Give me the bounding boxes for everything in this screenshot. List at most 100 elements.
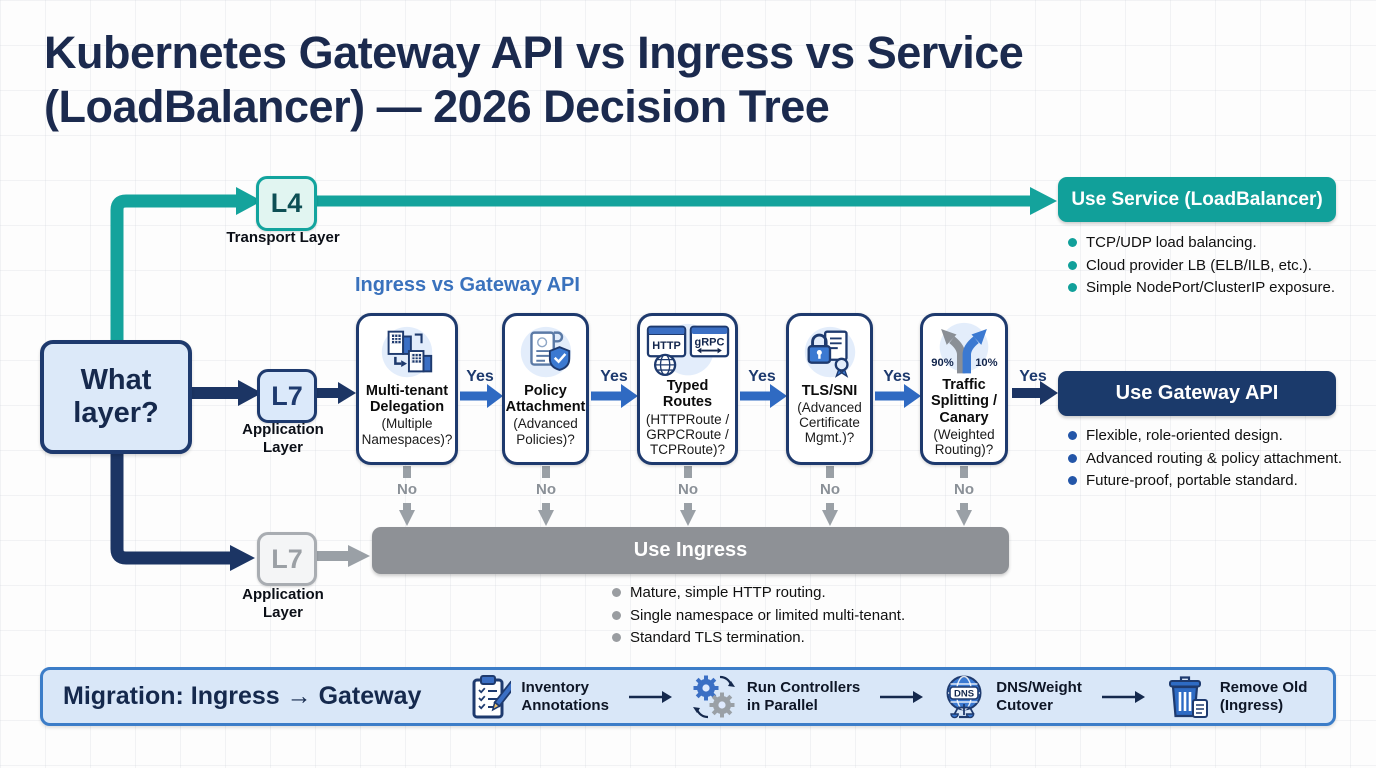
- list-item: Standard TLS termination.: [612, 629, 905, 647]
- bullet-dot: [1068, 238, 1077, 248]
- decision-typed-routes: HTTP gRPC Typed Routes (HTTPRoute / GRPC…: [637, 313, 738, 465]
- yes-label: Yes: [883, 368, 911, 385]
- decision-traffic-splitting: 90% 10% Traffic Splitting / Canary (Weig…: [920, 313, 1008, 465]
- gateway-bullet-list: Flexible, role-oriented design. Advanced…: [1068, 427, 1342, 490]
- yes-label: Yes: [748, 368, 776, 385]
- list-item: Mature, simple HTTP routing.: [612, 584, 905, 602]
- decision-subtitle: (Weighted Routing)?: [933, 426, 995, 457]
- arrowhead-yes-1: [487, 384, 503, 408]
- bullet-text: Flexible, role-oriented design.: [1086, 427, 1283, 444]
- outcome-service-label: Use Service (LoadBalancer): [1071, 188, 1323, 210]
- outcome-service-loadbalancer: Use Service (LoadBalancer): [1058, 177, 1336, 222]
- no-label: No: [397, 481, 417, 498]
- bullet-text: Future-proof, portable standard.: [1086, 472, 1298, 489]
- l4-layer-label: Transport Layer: [226, 229, 340, 246]
- l7-layer-label: Application Layer: [242, 421, 324, 456]
- migration-step-inventory: Inventory Annotations: [471, 674, 609, 720]
- arrowhead-yes-4: [904, 384, 921, 408]
- bullet-dot: [1068, 476, 1077, 486]
- http-grpc-icon: HTTP gRPC: [646, 323, 729, 377]
- policy-shield-icon: [520, 326, 571, 378]
- split-left-label: 90%: [931, 357, 953, 369]
- step-arrow-icon: [878, 689, 924, 705]
- no-label: No: [678, 481, 698, 498]
- yes-label: Yes: [466, 368, 494, 385]
- l4-badge: L4: [256, 176, 317, 231]
- migration-heading: Migration: Ingress → Gateway: [63, 682, 422, 710]
- arrowheads-no: [399, 510, 972, 526]
- service-bullet-list: TCP/UDP load balancing. Cloud provider L…: [1068, 234, 1335, 297]
- buildings-delegation-icon: [381, 326, 433, 378]
- ingress-bullet-list: Mature, simple HTTP routing. Single name…: [612, 584, 905, 647]
- page-title: Kubernetes Gateway API vs Ingress vs Ser…: [44, 27, 1024, 132]
- list-item: Advanced routing & policy attachment.: [1068, 450, 1342, 468]
- step-label-line1: Run Controllers: [746, 678, 861, 696]
- decision-title: Typed Routes: [662, 378, 713, 411]
- bullet-text: Cloud provider LB (ELB/ILB, etc.).: [1086, 256, 1312, 274]
- clipboard-checklist-icon: [472, 674, 512, 718]
- decision-subtitle: (Advanced Certificate Mgmt.)?: [797, 400, 862, 446]
- migration-step-label: Remove Old (Ingress): [1220, 679, 1308, 715]
- list-item: TCP/UDP load balancing.: [1068, 234, 1335, 252]
- step-arrow-icon: [627, 689, 673, 705]
- tls-certificate-icon: [804, 326, 855, 378]
- decision-title: Policy Attachment: [505, 383, 586, 416]
- list-item: Cloud provider LB (ELB/ILB, etc.).: [1068, 257, 1335, 275]
- yes-label: Yes: [600, 368, 628, 385]
- bullet-dot: [1068, 431, 1077, 441]
- arrowhead-yes-2: [621, 384, 638, 408]
- arrowhead-ingress: [348, 545, 370, 567]
- decision-subtitle: (Multiple Namespaces)?: [361, 416, 453, 447]
- l7-bottom-layer-label: Application Layer: [242, 586, 324, 621]
- yes-label: Yes: [1019, 368, 1047, 385]
- bullet-dot: [1068, 453, 1077, 463]
- step-label-line1: DNS/Weight: [996, 678, 1082, 696]
- step-label-line2: Annotations: [521, 696, 609, 714]
- root-question-label: What layer?: [73, 363, 159, 429]
- dns-label: DNS: [954, 688, 974, 699]
- migration-step-label: Run Controllers in Parallel: [747, 679, 860, 715]
- migration-step-label: DNS/Weight Cutover: [996, 679, 1082, 715]
- arrowhead-service: [1030, 187, 1057, 215]
- bullet-text: Standard TLS termination.: [630, 629, 805, 646]
- bullet-dot: [1068, 260, 1077, 270]
- decision-title: Traffic Splitting / Canary: [930, 377, 998, 426]
- decision-tls-sni: TLS/SNI (Advanced Certificate Mgmt.)?: [786, 313, 873, 465]
- l7-badge: L7: [257, 369, 317, 423]
- trash-icon: [1168, 675, 1208, 718]
- no-label: No: [820, 481, 840, 498]
- root-question-box: What layer?: [40, 340, 192, 454]
- step-label-line2: in Parallel: [746, 696, 818, 714]
- list-item: Flexible, role-oriented design.: [1068, 427, 1342, 445]
- migration-step-dns-cutover: DNS DNS/Weight Cutover: [942, 674, 1082, 720]
- decision-multi-tenant: Multi-tenant Delegation (Multiple Namesp…: [356, 313, 458, 465]
- step-arrow-icon: [1100, 689, 1146, 705]
- split-right-label: 10%: [975, 357, 997, 369]
- bullet-text: Simple NodePort/ClusterIP exposure.: [1086, 279, 1336, 296]
- list-item: Single namespace or limited multi-tenant…: [612, 607, 905, 625]
- arrowhead-l7-bottom: [230, 545, 255, 571]
- arrowhead-yes-3: [770, 384, 787, 408]
- decision-title: Multi-tenant Delegation: [365, 383, 449, 416]
- migration-step-controllers: Run Controllers in Parallel: [691, 674, 860, 720]
- outcome-ingress: Use Ingress: [372, 527, 1009, 574]
- outcome-ingress-label: Use Ingress: [633, 539, 748, 561]
- no-label: No: [954, 481, 974, 498]
- outcome-gateway-label: Use Gateway API: [1115, 382, 1279, 404]
- section-heading: Ingress vs Gateway API: [355, 274, 580, 296]
- decision-subtitle: (Advanced Policies)?: [513, 416, 578, 447]
- bullet-text: Mature, simple HTTP routing.: [630, 584, 826, 601]
- step-label-line2: (Ingress): [1219, 696, 1284, 714]
- arrowhead-decision1: [338, 382, 356, 404]
- traffic-split-icon: 90% 10%: [931, 322, 998, 374]
- bullet-dot: [1068, 283, 1077, 293]
- step-label-line1: Inventory: [521, 678, 589, 696]
- outcome-gateway-api: Use Gateway API: [1058, 371, 1336, 416]
- decision-policy-attachment: Policy Attachment (Advanced Policies)?: [502, 313, 589, 465]
- step-label-line2: Cutover: [996, 696, 1053, 714]
- list-item: Future-proof, portable standard.: [1068, 472, 1342, 490]
- dns-globe-icon: DNS: [946, 675, 982, 718]
- bullet-dot: [612, 610, 621, 620]
- bullet-dot: [612, 588, 621, 598]
